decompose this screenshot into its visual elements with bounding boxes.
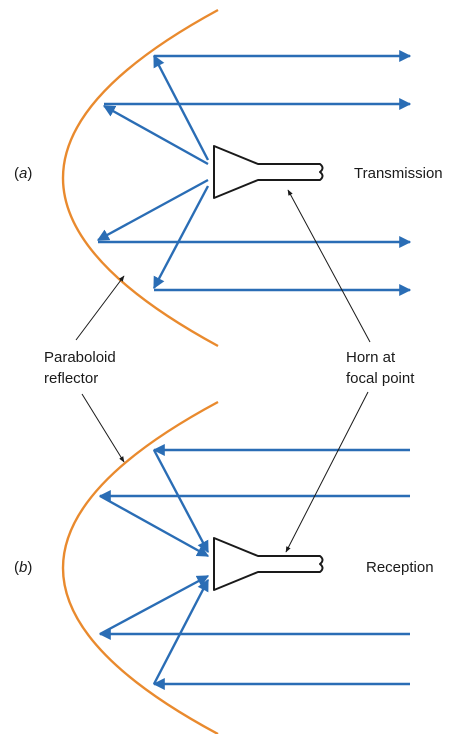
ray-dish-to-horn-3-b <box>99 574 210 636</box>
panel-tag-a: (a) <box>14 165 32 182</box>
horn-b <box>213 537 324 591</box>
reception-panel: (b) Reception <box>14 400 434 734</box>
ray-horn-to-dish-2-a <box>102 104 209 166</box>
horn-flare-a <box>213 145 324 199</box>
horn-label-line2: focal point <box>346 370 415 387</box>
reflector-pointer-down <box>81 393 125 463</box>
horn-pointer-down <box>285 391 369 553</box>
reflector-pointer-up <box>75 275 125 341</box>
ray-dish-to-horn-2-b <box>99 494 210 558</box>
reflector-label-line2: reflector <box>44 370 98 387</box>
horn-label-line1: Horn at <box>346 349 396 366</box>
horn-a <box>213 145 324 199</box>
paraboloid-reflector-a <box>62 8 219 348</box>
reception-label: Reception <box>366 559 434 576</box>
ray-dish-to-horn-1-b <box>152 449 210 554</box>
ray-horn-to-dish-3-a <box>96 178 209 242</box>
ray-horn-to-dish-4-a <box>152 185 210 290</box>
horn-flare-b <box>213 537 324 591</box>
reflector-label-line1: Paraboloid <box>44 349 116 366</box>
ray-horn-to-dish-1-a <box>152 54 210 161</box>
horn-callout: Horn at focal point <box>285 189 415 553</box>
reflector-callout: Paraboloid reflector <box>44 275 125 463</box>
ray-dish-to-horn-4-b <box>152 578 210 685</box>
horn-pointer-up <box>287 189 371 343</box>
transmission-label: Transmission <box>354 165 443 182</box>
paraboloid-reflector-b <box>62 400 219 734</box>
transmission-panel: (a) Transmission <box>14 8 443 348</box>
panel-tag-b: (b) <box>14 559 32 576</box>
